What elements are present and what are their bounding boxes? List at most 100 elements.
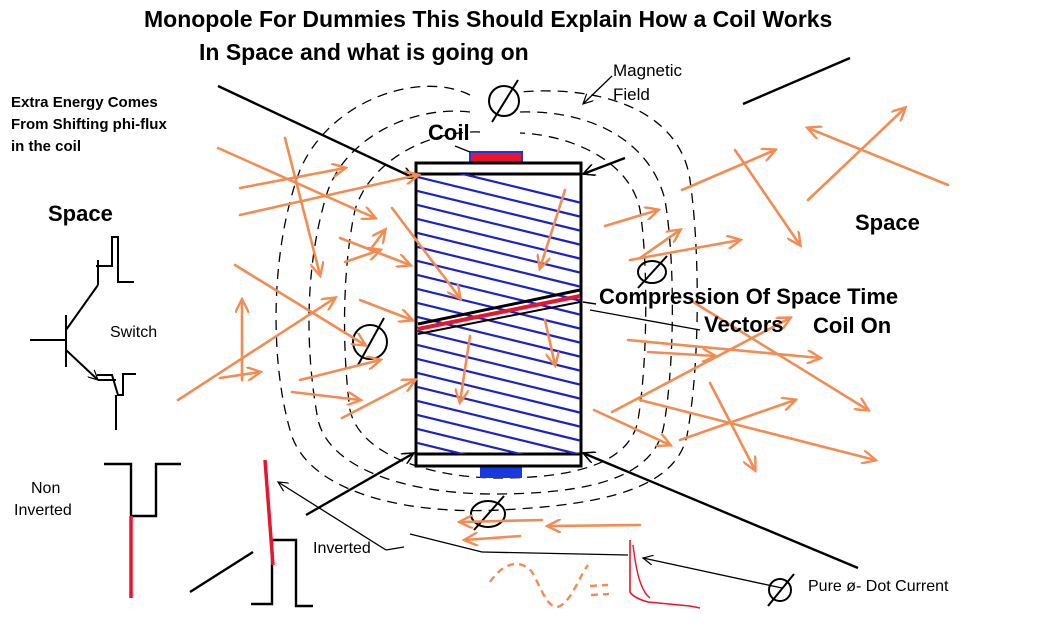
phi-circle-icon-bottom [470,495,506,531]
pointer-bottom-right [583,453,859,570]
space-time-vector-arrow [733,148,800,245]
coil-winding-line [417,231,580,274]
space-time-vectors [176,108,950,540]
extra-energy-label-2: From Shifting phi-flux [11,116,167,133]
space-time-vector-arrow [688,298,868,410]
space-time-vector-arrow [680,150,775,192]
space-time-vector-arrow [638,230,680,260]
space-time-vector-arrow [176,298,335,402]
coil-winding-line [417,273,580,316]
coil-winding-line [417,371,580,414]
pointer-top-right-stub [742,56,851,106]
transistor-switch-icon [30,236,136,430]
space-time-vector-arrow [806,108,905,202]
coil-on-label: Coil On [813,313,892,338]
space-time-vector-arrow [460,334,472,402]
vectors-label: Vectors [704,312,784,337]
space-time-vector-arrow [543,318,555,365]
space-time-vector-arrow [610,318,790,414]
space-time-vector-arrow [646,352,715,356]
space-time-vector-arrow [465,536,522,540]
phi-circle-icon-legend [767,573,795,607]
extra-energy-label-1: Extra Energy Comes [11,94,158,111]
phi-circle-icon-right [637,255,668,289]
space-time-vector-arrow [283,136,320,275]
pure-dot-current-label: Pure ø- Dot Current [808,578,949,595]
coil-winding-line [417,203,580,246]
space-time-vector-arrow [603,210,658,228]
non-inverted-pulse [104,462,181,518]
coil-winding-line [417,427,525,454]
space-time-vector-arrow [298,360,380,382]
pointer-left-bottom-stub [189,550,254,594]
space-time-vector-arrow [238,175,418,217]
coil-winding-line [417,385,580,428]
switch-label: Switch [110,324,158,341]
coil [414,151,583,478]
pointer-vectors [589,309,701,331]
space-time-vector-arrow [238,168,345,190]
coil-pole-top [469,151,523,163]
space-time-vector-arrow [460,520,544,522]
space-time-vector-arrow [548,525,642,526]
coil-winding-line [417,301,580,344]
switch-pulse-top [96,236,134,283]
dot-current-pulse-2 [632,544,651,599]
coil-winding-line [417,413,580,454]
space-time-vector-arrow [233,263,365,345]
field-loop-outer [275,85,698,512]
pulse-waveforms [104,459,701,609]
space-time-vector-arrow [638,398,875,460]
space-time-vector-arrow [340,380,415,420]
space-time-vector-arrow [678,400,795,442]
pointer-inverted-2 [385,546,405,551]
pointer-current [643,558,783,589]
coil-winding-line [417,343,580,386]
coil-winding-line [417,357,580,400]
space-time-vector-arrow [592,408,670,445]
inverted-pulse [251,538,313,608]
compression-band-black [417,288,581,326]
coil-winding-line [457,174,580,204]
space-time-vector-arrow [708,381,755,470]
pointer-inverted [278,482,387,551]
coil-winding-line [417,441,468,454]
space-time-vector-arrow [290,390,360,400]
extra-energy-label-3: in the coil [11,138,82,155]
space-time-vector-arrow [808,128,950,187]
pointer-compression [582,301,597,305]
magnetic-field-label-1: Magnetic [613,61,682,80]
field-loop-middle [308,110,674,495]
pointer-magnetic [583,75,613,104]
space-time-vector-arrow [368,230,385,252]
pointer-extra-energy [217,84,414,178]
coil-winding-line [417,399,580,442]
compression-band-red [417,294,581,331]
space-time-vector-arrow [628,240,740,262]
space-time-vector-arrow [540,188,567,268]
pointer-bottom-left [305,451,414,517]
compression-label: Compression Of Space Time [599,284,899,309]
coil-winding-line [417,245,580,288]
compression-band-black-2 [417,301,581,335]
title-line-2: In Space and what is going on [199,39,529,65]
coil-winding-line [417,189,580,232]
coil-winding-line [417,217,580,260]
title-line-1: Monopole For Dummies This Should Explain… [144,6,833,32]
coil-pole-bottom [480,466,522,478]
non-inverted-label-1: Non [31,480,61,497]
space-time-vector-arrow [390,206,460,298]
space-label-left: Space [48,201,113,226]
switch-pulse-bottom [97,373,136,396]
space-time-vector-arrow [218,372,260,378]
space-time-vector-arrow [343,250,380,264]
coil-label: Coil [428,120,470,145]
phi-wave [489,562,610,608]
pointer-lines [189,56,859,594]
dot-current-pulse [629,540,701,609]
space-time-vector-arrow [626,338,820,358]
inverted-label: Inverted [313,540,371,557]
pointer-coil-label [454,145,471,153]
